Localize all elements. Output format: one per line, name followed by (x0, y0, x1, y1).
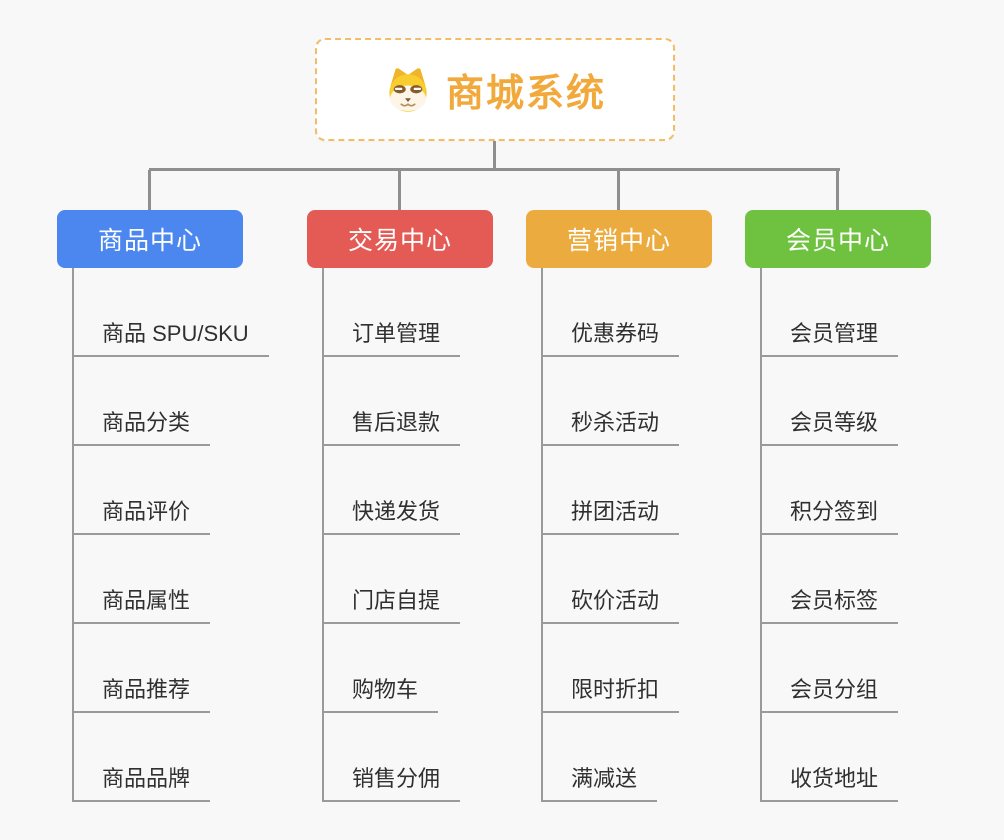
branch-node-marketing-center[interactable]: 营销中心 (526, 210, 712, 268)
leaf-node[interactable]: 商品推荐 (72, 672, 211, 713)
connector-bus (149, 168, 840, 171)
connector-trunk (72, 268, 74, 802)
branch-children-product-center: 商品 SPU/SKU 商品分类 商品评价 商品属性 商品推荐 商品品牌 (57, 268, 307, 802)
leaf-node[interactable]: 商品评价 (72, 494, 211, 535)
branch-children-marketing-center: 优惠券码 秒杀活动 拼团活动 砍价活动 限时折扣 满减送 (526, 268, 776, 802)
leaf-node[interactable]: 优惠券码 (541, 316, 680, 357)
connector-trunk (322, 268, 324, 802)
connector-drop-trade (398, 170, 401, 210)
connector-trunk (541, 268, 543, 802)
branch-node-trade-center[interactable]: 交易中心 (307, 210, 493, 268)
leaf-node[interactable]: 收货地址 (760, 761, 899, 802)
leaf-node[interactable]: 会员标签 (760, 583, 899, 624)
connector-drop-member (836, 170, 839, 210)
leaf-node[interactable]: 会员分组 (760, 672, 899, 713)
leaf-node[interactable]: 会员等级 (760, 405, 899, 446)
branch-node-product-center[interactable]: 商品中心 (57, 210, 243, 268)
leaf-node[interactable]: 会员管理 (760, 316, 899, 357)
branch-children-member-center: 会员管理 会员等级 积分签到 会员标签 会员分组 收货地址 (745, 268, 995, 802)
shiba-dog-icon (384, 66, 432, 114)
leaf-node[interactable]: 砍价活动 (541, 583, 680, 624)
branch-node-member-center[interactable]: 会员中心 (745, 210, 931, 268)
leaf-node[interactable]: 满减送 (541, 761, 658, 802)
connector-trunk (760, 268, 762, 802)
leaf-node[interactable]: 商品分类 (72, 405, 211, 446)
leaf-node[interactable]: 商品 SPU/SKU (72, 316, 269, 357)
branch-children-trade-center: 订单管理 售后退款 快递发货 门店自提 购物车 销售分佣 (307, 268, 557, 802)
leaf-node[interactable]: 门店自提 (322, 583, 461, 624)
leaf-node[interactable]: 积分签到 (760, 494, 899, 535)
leaf-node[interactable]: 快递发货 (322, 494, 461, 535)
connector-stem (493, 141, 496, 171)
root-node[interactable]: 商城系统 (315, 38, 675, 141)
leaf-node[interactable]: 售后退款 (322, 405, 461, 446)
leaf-node[interactable]: 拼团活动 (541, 494, 680, 535)
connector-drop-product (148, 170, 151, 210)
leaf-node[interactable]: 商品属性 (72, 583, 211, 624)
leaf-node[interactable]: 商品品牌 (72, 761, 211, 802)
root-title: 商城系统 (445, 73, 606, 115)
connector-drop-marketing (617, 170, 620, 210)
leaf-node[interactable]: 销售分佣 (322, 761, 461, 802)
leaf-node[interactable]: 订单管理 (322, 316, 461, 357)
leaf-node[interactable]: 秒杀活动 (541, 405, 680, 446)
leaf-node[interactable]: 限时折扣 (541, 672, 680, 713)
leaf-node[interactable]: 购物车 (322, 672, 439, 713)
